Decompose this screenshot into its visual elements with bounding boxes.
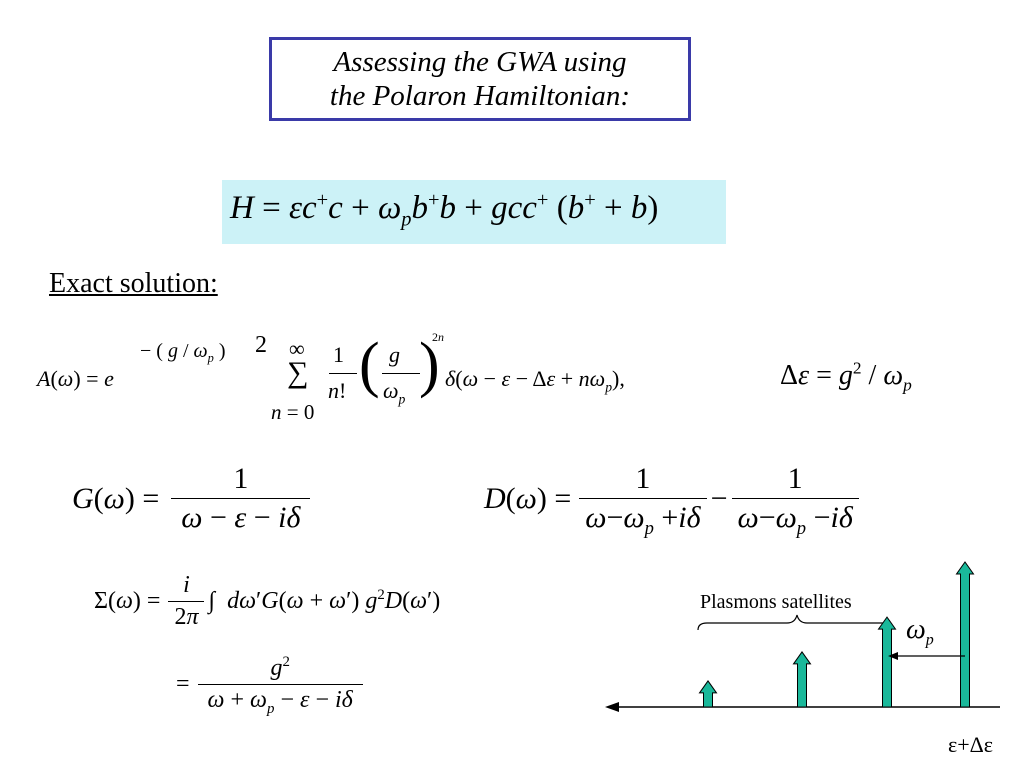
satellite-diagram: [605, 561, 1000, 712]
boson-propagator-equation: D(ω) = 1 ω−ωp +iδ − 1 ω−ωp −iδ: [484, 462, 859, 538]
satellites-label: Plasmons satellites: [700, 591, 852, 613]
energy-shift-equation: Δε = g2 / ωp: [780, 358, 912, 395]
omega-p-label: ωp: [906, 614, 934, 649]
self-energy-result-equation: = g2 ω + ωp − ε − iδ: [176, 655, 363, 716]
epsilon-axis-label: ε+Δε: [948, 732, 994, 757]
green-function-equation: G(ω) = 1 ω − ε − iδ: [72, 462, 311, 535]
hamiltonian-box: H = εc+c + ωpb+b + gcc+ (b+ + b): [222, 180, 726, 244]
title-line-1: Assessing the GWA using: [333, 46, 627, 78]
brace-icon: [697, 614, 892, 631]
satellite-peak-1: [698, 680, 718, 708]
self-energy-equation: Σ(ω) = i 2π ∫ dω′G(ω + ω′) g2D(ω′): [94, 572, 441, 630]
omega-arrowhead-icon: [888, 652, 898, 660]
satellite-peak-2: [792, 651, 812, 708]
satellite-peak-4: [955, 561, 975, 708]
spectral-function-equation: A(ω) = e − ( g / ωp ) 2 ∞ ∑ n = 0 1 n! (…: [37, 330, 625, 424]
satellite-peak-3: [877, 616, 897, 708]
axis-arrowhead-icon: [605, 702, 619, 712]
section-heading: Exact solution:: [49, 268, 218, 299]
title-line-2: the Polaron Hamiltonian:: [329, 80, 631, 112]
hamiltonian-equation: H = εc+c + ωpb+b + gcc+ (b+ + b): [230, 189, 659, 231]
title-box: Assessing the GWA using the Polaron Hami…: [269, 37, 691, 121]
